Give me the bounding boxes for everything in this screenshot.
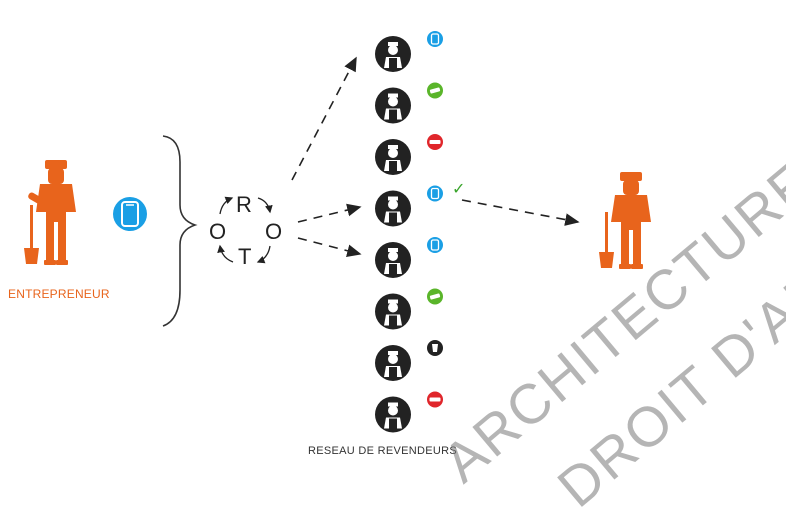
reseller-list [375,31,443,433]
cycle-arrow [257,197,273,214]
phone-icon [113,197,147,231]
drink-icon [427,340,443,356]
orto-cycle: R O O T [209,192,282,269]
ticket-red-icon [427,134,443,150]
cycle-arrow [219,196,234,215]
cycle-letter-top: R [236,192,252,217]
reseller-item [375,340,443,381]
cycle-letter-bottom: T [238,244,251,269]
cycle-letter-right: O [265,219,282,244]
entrepreneur-label: ENTREPRENEUR [8,287,110,301]
arrow-to-reseller-5 [297,237,362,257]
ticket-green-icon [427,288,443,305]
reseller-avatar [375,293,411,330]
brace-shape [162,135,198,327]
reseller-item [375,134,443,175]
reseller-item [375,391,443,433]
reseller-avatar [375,242,411,278]
reseller-avatar [375,36,411,72]
entrepreneur-figure-right [599,172,651,269]
diagram-canvas: R O O T ✓ [24,31,651,433]
arrow-to-reseller-4 [297,203,362,223]
reseller-item [375,31,443,72]
reseller-item [375,185,443,227]
reseller-item [375,288,443,330]
arrow-to-entrepreneur [461,199,580,226]
reseller-avatar [375,139,411,175]
cycle-letter-left: O [209,219,226,244]
check-icon: ✓ [452,179,465,198]
diagram-stage: R O O T ✓ ENTREPRENEUR RESEAU DE REVENDE… [8,22,786,519]
reseller-avatar [375,345,411,381]
cycle-arrow [217,244,234,263]
phone-icon [427,31,443,47]
reseller-item [375,82,443,124]
entrepreneur-figure [24,160,76,265]
arrow-to-reseller-1 [291,56,357,181]
cycle-arrow [256,245,271,264]
reseller-item [375,237,443,278]
ticket-red-icon [427,391,443,408]
distribution-arrows [291,56,580,257]
reseller-avatar [375,190,411,227]
reseller-avatar [375,396,411,433]
phone-icon [427,185,443,202]
ticket-green-icon [427,82,443,99]
reseller-network-label: RESEAU DE REVENDEURS [308,445,458,457]
phone-icon [427,237,443,253]
reseller-avatar [375,87,411,124]
